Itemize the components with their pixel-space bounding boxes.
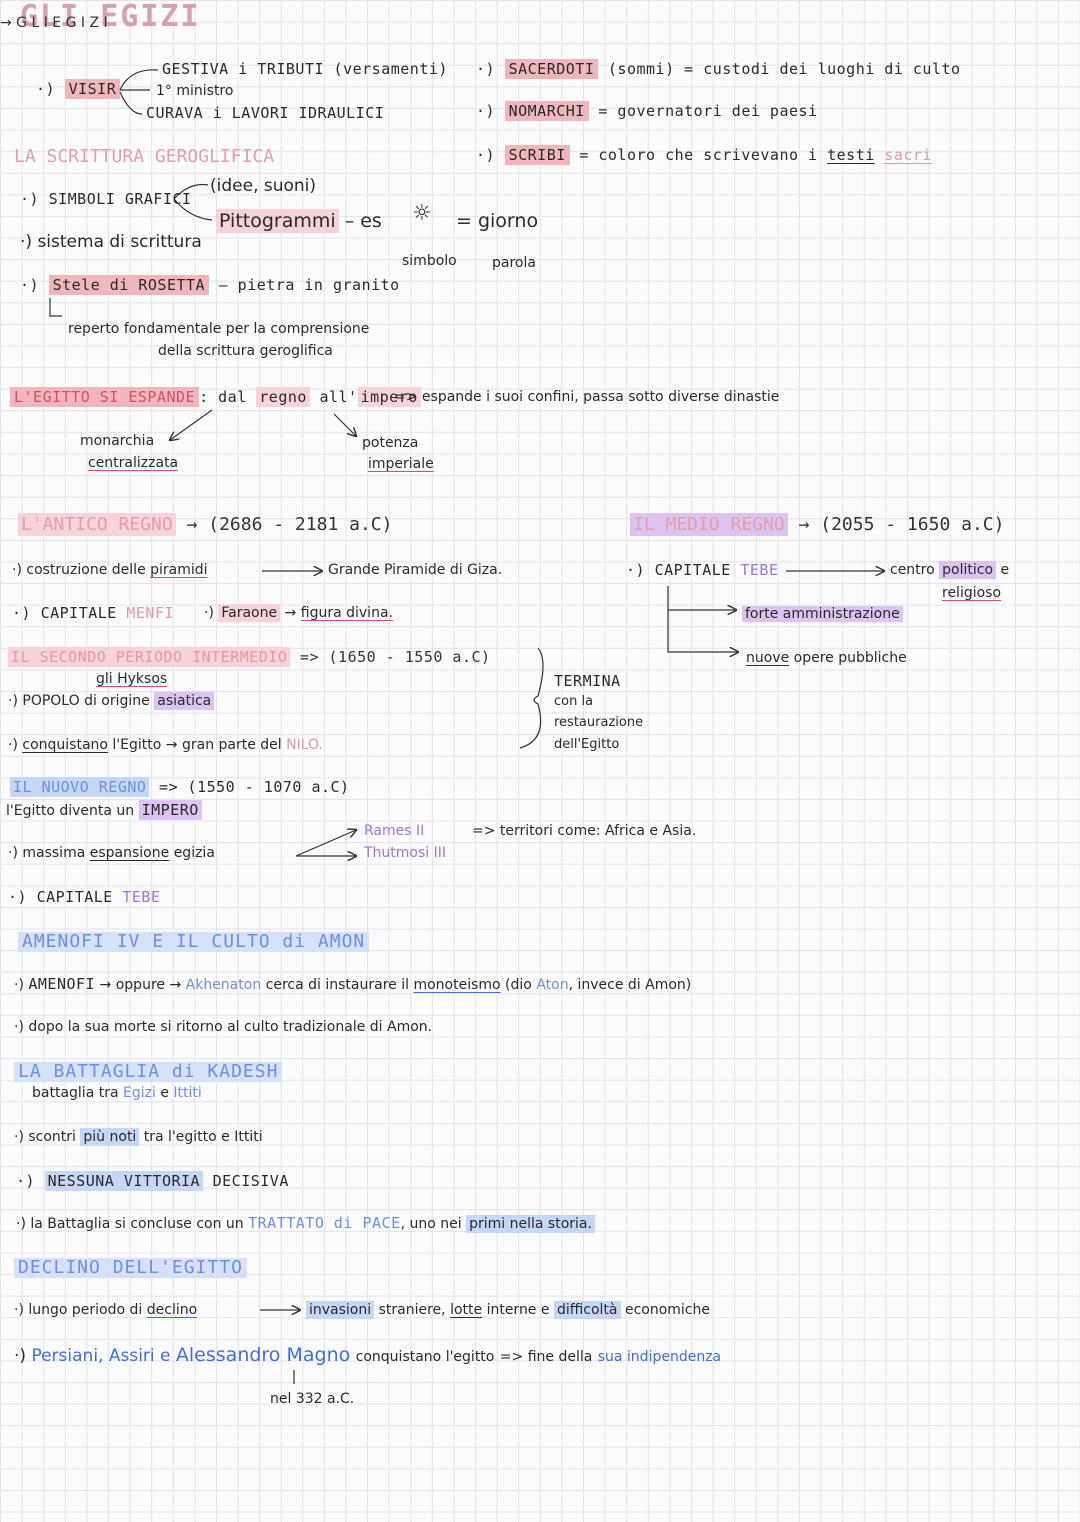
kadesh-nessuna: ·) NESSUNA VITTORIA DECISIVA [16, 1171, 289, 1191]
antico-costruzione: ·) costruzione delle piramidi [12, 562, 208, 578]
giorno: = giorno [456, 210, 539, 232]
thutmosi: Thutmosi III [364, 845, 447, 861]
stele-rosetta: ·) Stele di ROSETTA – pietra in granito [20, 275, 400, 295]
amenofi-line1: ·) AMENOFI → oppure → Akhenaton cerca di… [14, 975, 692, 993]
heading-kadesh: LA BATTAGLIA di KADESH [14, 1062, 283, 1082]
declino-conquista: ·) Persiani, Assiri e Alessandro Magno c… [14, 1344, 722, 1366]
pittogrammi: Pittogrammi – es [216, 209, 382, 233]
heading-declino: DECLINO DELL'EGITTO [14, 1258, 247, 1278]
declino-lungo: ·) lungo periodo di declino [14, 1302, 198, 1318]
heading-nuovo-regno: IL NUOVO REGNO => (1550 - 1070 a.C) [10, 777, 350, 797]
declino-cause: invasioni straniere, lotte interne e dif… [306, 1301, 710, 1319]
title-handwriting: → G L I E G I Z I [0, 15, 108, 31]
idee-suoni: (idee, suoni) [210, 176, 317, 196]
kadesh-scontri: ·) scontri più noti tra l'egitto e Ittit… [14, 1128, 263, 1146]
simboli-grafici: ·) SIMBOLI GRAFICI [20, 190, 192, 208]
sun-icon: ☼ [412, 201, 432, 226]
visir-label: ·) VISIR [36, 79, 121, 99]
centralizzata: centralizzata [88, 455, 179, 471]
territori: => territori come: Africa e Asia. [472, 823, 697, 839]
role-nomarchi: ·) NOMARCHI = governatori dei paesi [476, 101, 818, 121]
declino-data: nel 332 a.C. [270, 1391, 355, 1407]
sistema-scrittura: ·) sistema di scrittura [20, 232, 202, 252]
antico-capitale: ·) CAPITALE MENFI [12, 604, 175, 622]
nuovo-massima: ·) massima espansione egizia [8, 845, 215, 861]
termina: TERMINA [554, 672, 621, 690]
parola-label: parola [492, 255, 536, 271]
visir-item-tributi: GESTIVA i TRIBUTI (versamenti) [162, 60, 448, 78]
espande-confini: => espande i suoi confini, passa sotto d… [394, 389, 780, 405]
medio-capitale: ·) CAPITALE TEBE [626, 561, 779, 579]
medio-forte: forte amministrazione [742, 606, 903, 622]
rames: Rames II [364, 823, 425, 839]
kadesh-conclude: ·) la Battaglia si concluse con un TRATT… [16, 1215, 595, 1233]
antico-giza: Grande Piramide di Giza. [328, 562, 503, 578]
secondo-conquistano: ·) conquistano l'Egitto → gran parte del… [8, 737, 323, 753]
medio-centro: centro politico e [890, 561, 1010, 579]
con-la: con la [554, 694, 594, 709]
visir-item-ministro: 1° ministro [156, 83, 234, 99]
nuovo-diventa: l'Egitto diventa un IMPERO [6, 800, 202, 820]
heading-medio-regno: IL MEDIO REGNO → (2055 - 1650 a.C) [630, 513, 1004, 536]
page-title: GLI EGIZI [20, 0, 201, 34]
kadesh-sub: battaglia tra Egizi e Ittiti [32, 1085, 202, 1101]
medio-religioso: religioso [942, 585, 1002, 601]
imperiale: imperiale [368, 456, 434, 472]
monarchia: monarchia [80, 433, 155, 449]
reperto-line2: della scrittura geroglifica [158, 343, 333, 359]
heading-antico-regno: L'ANTICO REGNO → (2686 - 2181 a.C) [18, 513, 392, 536]
potenza: potenza [362, 435, 419, 451]
medio-nuove: nuove opere pubbliche [746, 650, 907, 666]
heading-secondo-periodo: IL SECONDO PERIODO INTERMEDIO => (1650 -… [8, 647, 491, 667]
heading-scrittura: LA SCRITTURA GEROGLIFICA [14, 146, 275, 167]
heading-amenofi: AMENOFI IV E IL CULTO di AMON [18, 932, 370, 952]
reperto-line1: reperto fondamentale per la comprensione [68, 321, 370, 337]
dell-egitto: dell'Egitto [554, 737, 620, 752]
role-sacerdoti: ·) SACERDOTI (sommi) = custodi dei luogh… [476, 59, 961, 79]
restaurazione: restaurazione [554, 715, 644, 730]
heading-espande: L'EGITTO SI ESPANDE: dal regno all'imper… [10, 387, 421, 407]
antico-faraone: ·) Faraone → figura divina. [204, 604, 393, 622]
nuovo-capitale: ·) CAPITALE TEBE [8, 888, 161, 906]
role-scribi: ·) SCRIBI = coloro che scrivevano i test… [476, 145, 932, 165]
hyksos: gli Hyksos [96, 671, 168, 687]
visir-item-lavori: CURAVA i LAVORI IDRAULICI [146, 104, 385, 122]
secondo-popolo: ·) POPOLO di origine asiatica [8, 692, 215, 710]
simbolo-label: simbolo [402, 253, 457, 269]
amenofi-line2: ·) dopo la sua morte si ritorno al culto… [14, 1019, 433, 1035]
